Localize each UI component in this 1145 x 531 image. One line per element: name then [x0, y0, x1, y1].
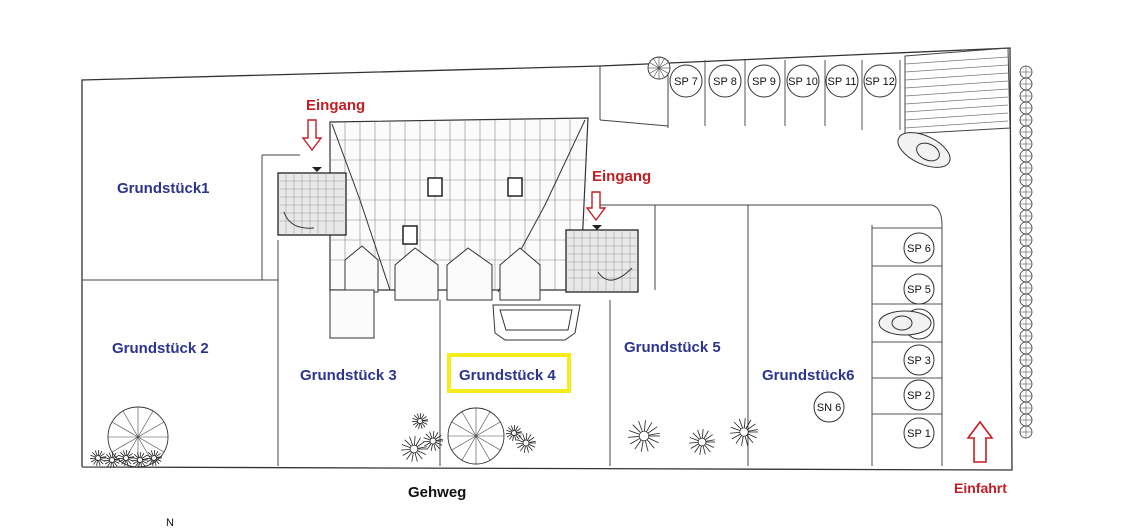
driveway-label: Einfahrt — [954, 480, 1007, 496]
shrub-icon — [131, 451, 148, 468]
parking-spot-label: SP 1 — [907, 428, 931, 440]
north-label: N — [166, 517, 174, 529]
stair-tower-left — [277, 172, 347, 236]
property-boundary — [81, 47, 1013, 471]
car-icon — [878, 310, 932, 336]
parking-spot: SP 3 — [903, 344, 935, 376]
plot-label-3: Grundstück 3 — [300, 367, 397, 384]
shrub-icon — [117, 449, 134, 466]
shrub-icon — [145, 449, 162, 466]
entrance-label-left: Eingang — [306, 97, 366, 114]
carport-roof — [904, 47, 1011, 135]
stair-tower-right — [565, 229, 639, 293]
plot-4-highlight — [447, 353, 571, 393]
parking-spot: SP 11 — [825, 64, 859, 98]
plot-label-4: Grundstück 4 — [459, 367, 556, 384]
trees — [89, 56, 758, 468]
extra-spot-label: SN 6 — [817, 402, 841, 414]
entrance-arrow-right — [585, 191, 607, 222]
parking-spot-label: SP 3 — [907, 355, 931, 367]
parking-spot-label: SP 12 — [865, 76, 895, 88]
shrub-icon — [689, 429, 715, 455]
parking-spot: SP 5 — [903, 273, 935, 305]
shrub-icon — [505, 424, 522, 441]
shrub-icon — [628, 420, 660, 452]
parking-spot: SP 10 — [786, 64, 820, 98]
extra-spot: SN 6 — [813, 391, 845, 423]
parking-spot: SP 12 — [863, 64, 897, 98]
driveway-arrow — [966, 420, 994, 463]
parking-spot: SP 9 — [747, 64, 781, 98]
shrub-icon — [103, 451, 120, 468]
tree-icon — [647, 56, 671, 80]
tree-icon — [447, 407, 505, 465]
parking-spot-label: SP 9 — [752, 76, 776, 88]
parking-spot-label: SP 7 — [674, 76, 698, 88]
parking-spot: SP 8 — [708, 64, 742, 98]
plot-label-6: Grundstück6 — [762, 367, 855, 384]
parking-spots-top: SP 7 SP 8 SP 9 SP 10 SP 11 SP 12 — [669, 64, 897, 98]
plot-divider — [931, 204, 943, 226]
shrub-icon — [423, 431, 443, 451]
parking-spot-label: SP 2 — [907, 390, 931, 402]
plot-label-2: Grundstück 2 — [112, 340, 209, 357]
parking-spot-label: SP 5 — [907, 284, 931, 296]
plot-label-5: Grundstück 5 — [624, 339, 721, 356]
shrub-icon — [730, 418, 758, 446]
parking-spot: SP 6 — [903, 232, 935, 264]
entrance-arrow-left — [301, 119, 323, 152]
parking-spot-label: SP 11 — [828, 76, 857, 88]
parking-spots-right: SP 6SP 5SP 4SP 3SP 2SP 1 — [903, 232, 935, 449]
plot-label-1: Grundstück1 — [117, 180, 210, 197]
door-marker — [312, 167, 322, 172]
shrub-icon — [411, 412, 428, 429]
shrub-icon — [516, 433, 536, 453]
parking-spot-label: SP 10 — [788, 76, 818, 88]
hedge-icon — [1019, 65, 1033, 439]
parking-spot: SP 7 — [669, 64, 703, 98]
parking-spot: SP 1 — [903, 417, 935, 449]
parking-spot-label: SP 6 — [907, 243, 931, 255]
parking-bays-right — [872, 227, 942, 415]
parking-bays-top — [704, 60, 901, 130]
parking-spot-label: SP 8 — [713, 76, 737, 88]
shrub-icon — [89, 449, 106, 466]
shrub-icon — [401, 436, 427, 462]
street-label: Gehweg — [408, 484, 467, 501]
car-icon — [897, 132, 951, 168]
door-marker — [592, 225, 602, 230]
entrance-label-right: Eingang — [592, 168, 652, 185]
parking-spot: SP 2 — [903, 379, 935, 411]
plot-divider — [599, 119, 669, 127]
building-roof — [329, 117, 589, 341]
